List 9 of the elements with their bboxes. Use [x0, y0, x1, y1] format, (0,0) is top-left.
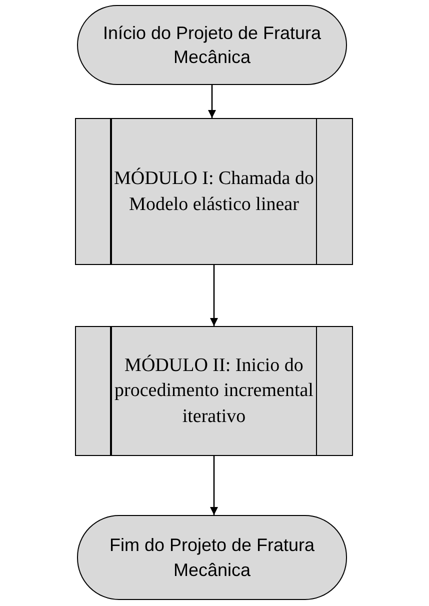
- arrow: [208, 85, 216, 118]
- predefined-process-box: [75, 326, 353, 456]
- arrow: [210, 265, 218, 326]
- node-text: MÓDULO I: Chamada do Modelo elástico linear: [114, 166, 314, 216]
- predefined-process-box: [75, 118, 353, 265]
- arrow: [210, 456, 218, 515]
- node-text: Início do Projeto de Fratura Mecânica: [102, 22, 322, 69]
- node-text: Fim do Projeto de Fratura Mecânica: [108, 534, 316, 582]
- node-text: MÓDULO II: Inicio do procedimento incremental iterativo: [114, 354, 314, 429]
